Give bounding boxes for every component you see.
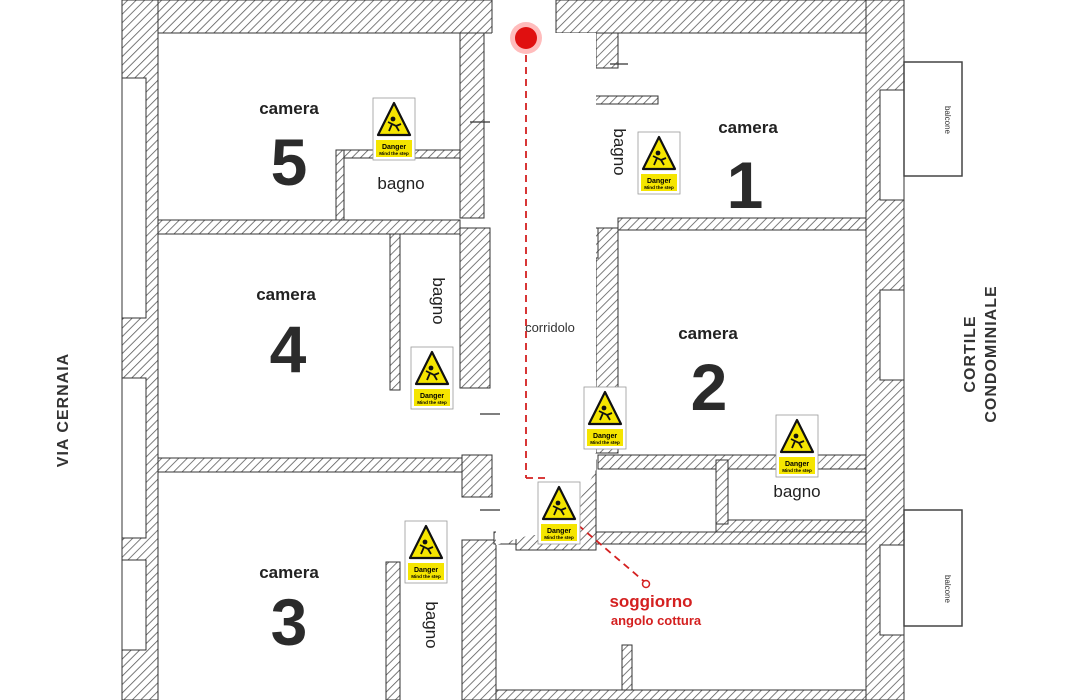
sign-title: Danger [420,393,444,400]
room-4-number: 4 [270,312,307,386]
sign-subtitle: Mind the step [590,440,620,445]
room-1-label: camera [718,118,778,137]
warning-sign-bathroom2: Danger Mind the step [774,413,820,479]
room-4-label: camera [256,285,316,304]
warning-sign-room3: Danger Mind the step [403,519,449,585]
sign-title: Danger [785,461,809,468]
sign-title: Danger [593,433,617,440]
sign-subtitle: Mind the step [644,185,674,190]
sign-subtitle: Mind the step [544,535,574,540]
sign-subtitle: Mind the step [417,400,447,405]
bathroom-5-label: bagno [377,174,424,193]
end-point-marker [641,579,651,589]
balcony-lower [903,509,963,627]
warning-sign-room5: Danger Mind the step [371,96,417,162]
balcony-upper-label: balcone [943,106,952,135]
bathroom-3-label: bagno [422,601,441,648]
balcony-lower-label: balcone [943,575,952,604]
room-5-number: 5 [271,125,308,199]
courtyard-label-line1: CORTILE [962,315,979,392]
living-room-subtitle: angolo cottura [611,613,702,628]
bathroom-4-label: bagno [429,277,448,324]
corridor-label: corridolo [525,320,575,335]
room-3-label: camera [259,563,319,582]
sign-title: Danger [382,144,406,151]
room-3-number: 3 [271,585,308,659]
street-label: VIA CERNAIA [55,353,72,467]
room-2-label: camera [678,324,738,343]
sign-subtitle: Mind the step [411,574,441,579]
sign-title: Danger [414,567,438,574]
bathroom-2-label: bagno [773,482,820,501]
room-2-number: 2 [691,350,728,424]
bathroom-1-label: bagno [610,128,629,175]
living-room-title: soggiorno [609,592,692,611]
warning-sign-corridor: Danger Mind the step [536,480,582,546]
warning-sign-room2: Danger Mind the step [582,385,628,451]
room-1-number: 1 [727,148,764,222]
courtyard-label-line2: CONDOMINIALE [983,285,1000,422]
door-marks [470,63,628,511]
corridor-floor [492,33,596,453]
evacuation-path [525,55,647,584]
warning-sign-room1: Danger Mind the step [636,130,682,196]
sign-title: Danger [647,178,671,185]
start-point-dot [515,27,537,49]
walls [121,0,905,700]
sign-subtitle: Mind the step [379,151,409,156]
warning-sign-room4: Danger Mind the step [409,345,455,411]
room-5-label: camera [259,99,319,118]
sign-title: Danger [547,528,571,535]
sign-subtitle: Mind the step [782,468,812,473]
balcony-upper [903,61,963,177]
